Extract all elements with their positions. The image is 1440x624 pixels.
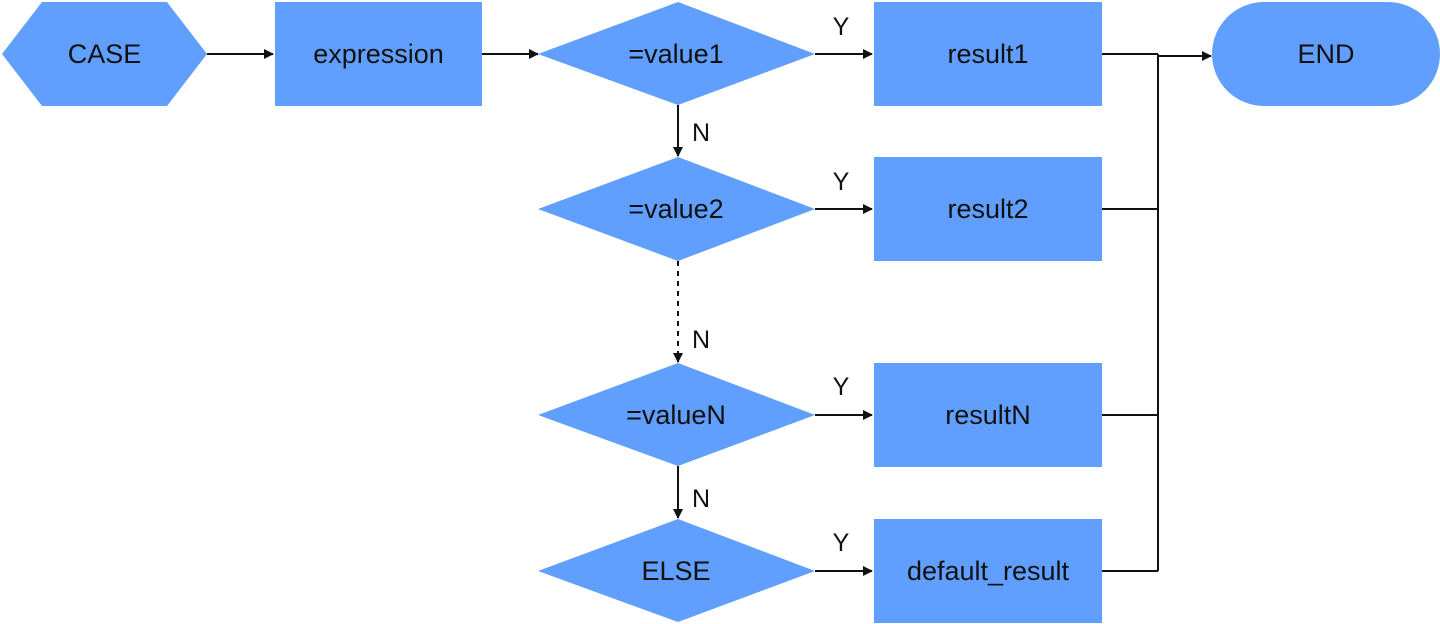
label-n-value2: N — [692, 326, 710, 354]
node-resultN-label: resultN — [945, 400, 1031, 430]
node-case-label: CASE — [68, 39, 142, 69]
node-expression: expression — [275, 2, 482, 106]
decision-else: ELSE — [538, 519, 815, 622]
node-case: CASE — [2, 2, 207, 106]
node-result1-label: result1 — [947, 39, 1028, 69]
decision-value2-label: =value2 — [628, 194, 723, 224]
node-result1: result1 — [874, 2, 1102, 106]
node-result2: result2 — [874, 157, 1102, 261]
node-default-result: default_result — [874, 519, 1102, 623]
node-resultN: resultN — [874, 363, 1102, 467]
node-end: END — [1212, 2, 1440, 106]
label-n-valueN: N — [692, 485, 710, 513]
node-end-label: END — [1297, 39, 1354, 69]
decision-valueN-label: =valueN — [626, 400, 726, 430]
edge-labels: Y Y Y Y N N N — [692, 13, 850, 557]
decision-else-label: ELSE — [641, 556, 710, 586]
node-expression-label: expression — [313, 39, 444, 69]
node-default-result-label: default_result — [907, 556, 1070, 586]
decision-value2: =value2 — [538, 157, 815, 261]
decision-value1-label: =value1 — [628, 39, 723, 69]
label-y-valueN: Y — [833, 373, 850, 401]
node-result2-label: result2 — [947, 194, 1028, 224]
decision-valueN: =valueN — [538, 363, 815, 466]
edges — [207, 49, 1212, 576]
label-y-value1: Y — [833, 13, 850, 41]
label-y-else: Y — [833, 529, 850, 557]
label-n-value1: N — [692, 119, 710, 147]
label-y-value2: Y — [833, 168, 850, 196]
decision-value1: =value1 — [538, 2, 815, 105]
